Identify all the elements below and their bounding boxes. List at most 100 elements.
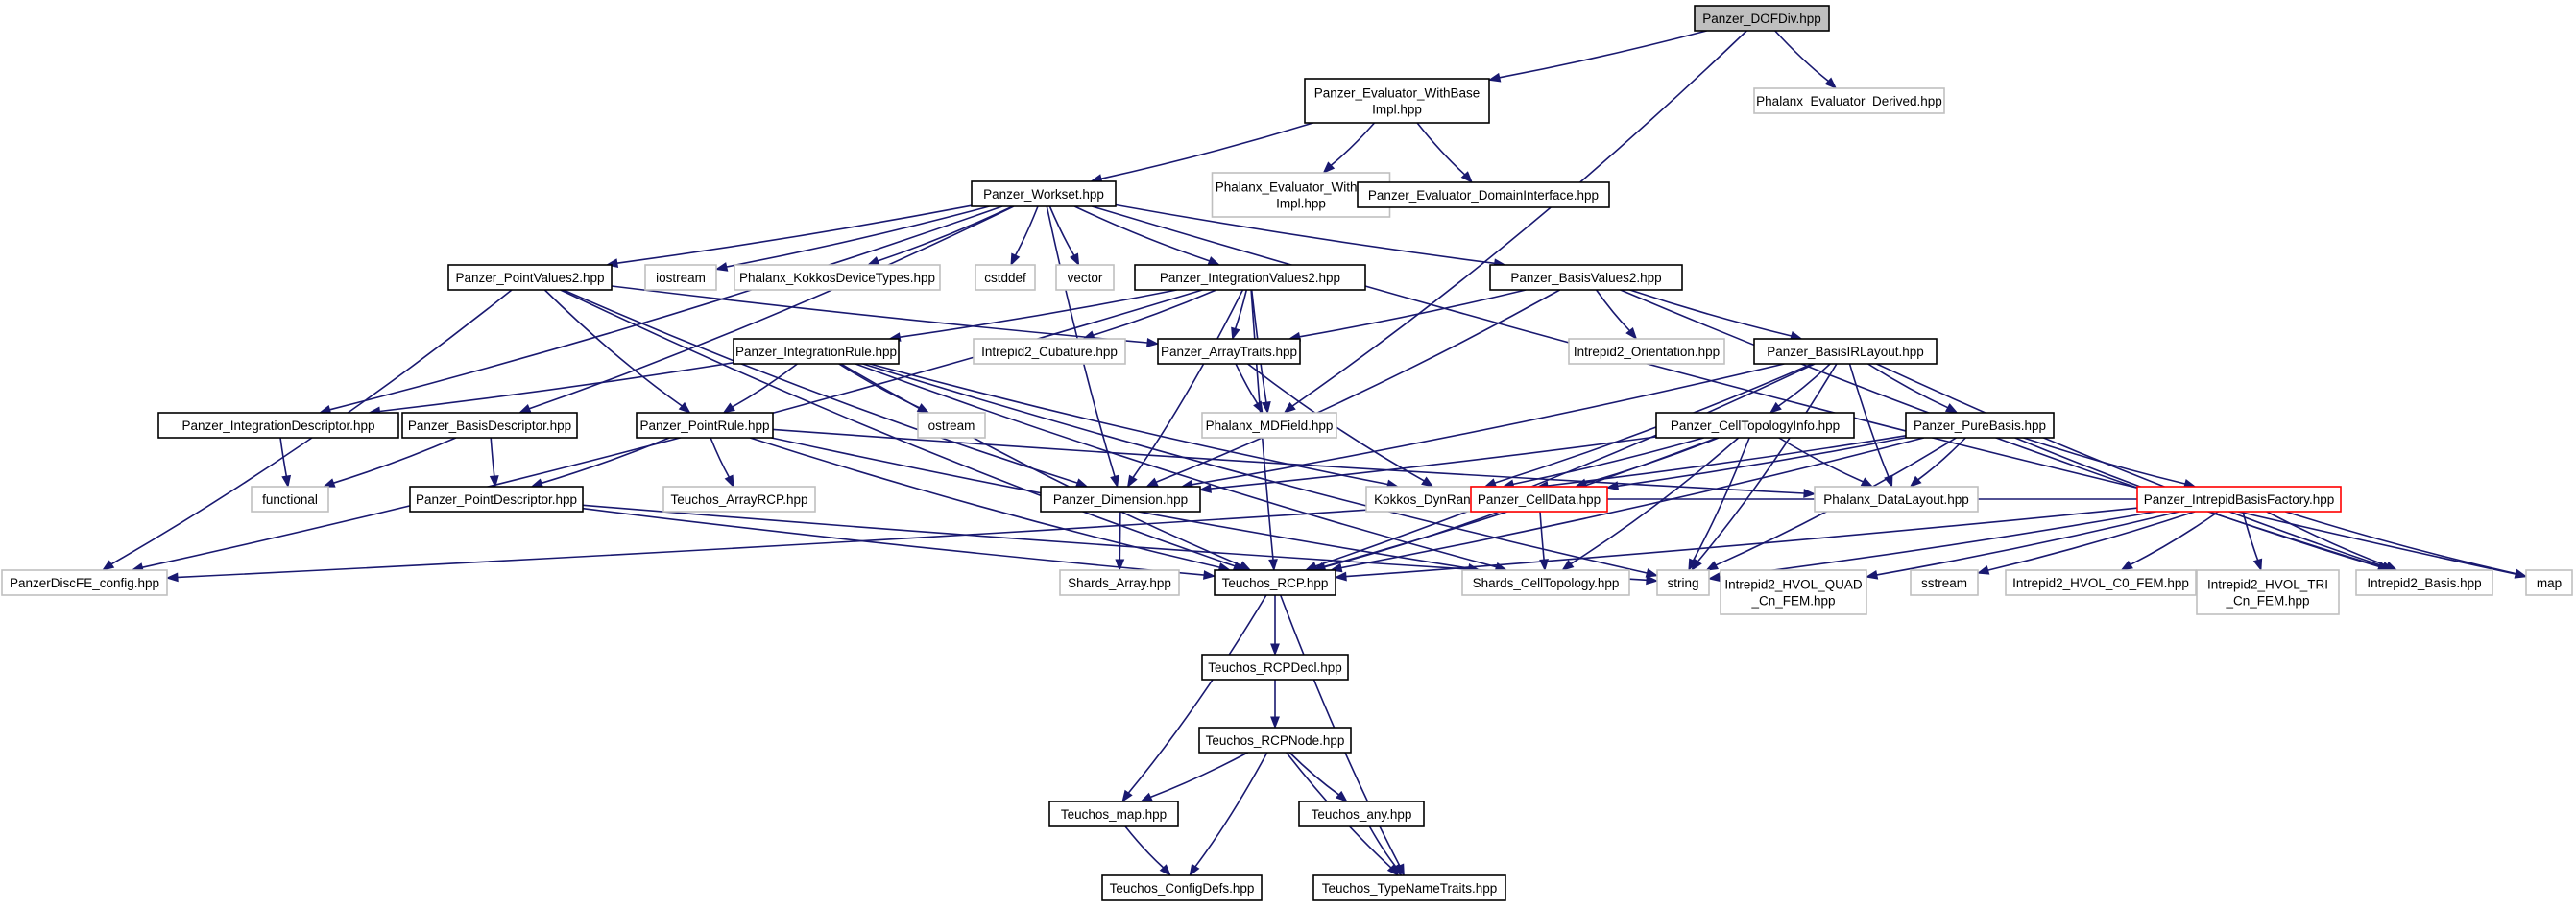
node-ostream: ostream — [917, 412, 986, 439]
node-label-icub-0: Intrepid2_Cubature.hpp — [981, 345, 1118, 359]
node-functional: functional — [251, 486, 329, 513]
arrowhead-rcp-to-tmap — [1121, 789, 1133, 803]
edge-cti-to-sct — [1570, 437, 1740, 565]
edge-pb-to-rcp — [1340, 437, 1925, 569]
node-label-iostream-0: iostream — [656, 271, 706, 285]
edge-pb-to-ibf — [2023, 437, 2185, 485]
node-ht: Intrepid2_HVOL_TRI_Cn_FEM.hpp — [2196, 569, 2340, 615]
arrowhead-ibf-to-ht — [2252, 558, 2263, 572]
node-tany[interactable]: Teuchos_any.hpp — [1298, 801, 1425, 827]
arrowhead-iv2-to-dim — [1126, 474, 1138, 489]
arrowhead-ibf-to-rcp — [1334, 571, 1347, 582]
edge-ibf-to-ht — [2242, 511, 2259, 561]
node-box-pb — [1905, 412, 2055, 439]
edge-bv2-to-at — [1299, 289, 1527, 338]
node-label-ws-0: Panzer_Workset.hpp — [983, 187, 1104, 202]
node-rcpnode[interactable]: Teuchos_RCPNode.hpp — [1198, 727, 1352, 754]
arrowhead-tany-to-ttnt — [1391, 863, 1403, 877]
node-cd[interactable]: Panzer_CellData.hpp — [1470, 486, 1608, 513]
edge-birl-to-pb — [1867, 363, 1949, 409]
node-box-tcd — [1101, 874, 1263, 901]
node-box-pr — [636, 412, 774, 439]
edge-root-to-ped — [1774, 30, 1829, 83]
node-pv2[interactable]: Panzer_PointValues2.hpp — [447, 264, 613, 291]
edge-pb-to-pdl — [1917, 437, 1966, 481]
node-sct: Shards_CellTopology.hpp — [1461, 569, 1630, 596]
node-tcd[interactable]: Teuchos_ConfigDefs.hpp — [1101, 874, 1263, 901]
edge-cti-to-pdl — [1778, 437, 1864, 483]
arrowhead-birl-to-pb — [1944, 403, 1959, 414]
node-box-string — [1656, 569, 1710, 596]
arrowhead-ws-to-bdesc — [518, 404, 532, 414]
node-box-pv2 — [447, 264, 613, 291]
arrowhead-ibf-to-hq — [1865, 569, 1879, 580]
node-pb[interactable]: Panzer_PureBasis.hpp — [1905, 412, 2055, 439]
node-map: map — [2525, 569, 2573, 596]
arrowhead-cti-to-string — [1688, 558, 1698, 572]
node-box-rcpdecl — [1201, 654, 1349, 681]
node-iv2[interactable]: Panzer_IntegrationValues2.hpp — [1134, 264, 1366, 291]
node-rcp[interactable]: Teuchos_RCP.hpp — [1214, 569, 1336, 596]
node-pr[interactable]: Panzer_PointRule.hpp — [636, 412, 774, 439]
edge-bv2-to-iori — [1595, 289, 1630, 332]
edge-ibf-to-map — [2285, 511, 2516, 575]
edge-pr-to-pdesc — [541, 437, 670, 485]
node-label-tcd-0: Teuchos_ConfigDefs.hpp — [1110, 881, 1255, 896]
arrowhead-pr-to-pdl — [1803, 489, 1817, 498]
edge-pb-to-kdrv — [1547, 435, 1907, 487]
edges-layer — [101, 30, 2528, 877]
arrowhead-ibf-to-ib — [2384, 561, 2398, 571]
arrowhead-ws-to-iv2 — [1207, 256, 1221, 266]
edge-dim-to-sa — [1119, 511, 1121, 561]
node-bv2[interactable]: Panzer_BasisValues2.hpp — [1489, 264, 1683, 291]
node-ttnt[interactable]: Teuchos_TypeNameTraits.hpp — [1312, 874, 1506, 901]
edge-ir-to-sct — [855, 363, 1497, 568]
edge-ws-to-bv2 — [1115, 203, 1495, 265]
node-label-rcpnode-0: Teuchos_RCPNode.hpp — [1206, 733, 1345, 748]
node-ibf[interactable]: Panzer_IntrepidBasisFactory.hpp — [2136, 486, 2342, 513]
arrowhead-ws-to-iostream — [714, 262, 729, 272]
node-tarcp: Teuchos_ArrayRCP.hpp — [662, 486, 816, 513]
node-label-functional-0: functional — [262, 492, 318, 507]
node-pdesc[interactable]: Panzer_PointDescriptor.hpp — [409, 486, 584, 513]
node-label-sa-0: Shards_Array.hpp — [1068, 576, 1171, 590]
node-box-at — [1157, 338, 1301, 365]
node-label-ttnt-0: Teuchos_TypeNameTraits.hpp — [1322, 881, 1498, 896]
node-pedi[interactable]: Panzer_Evaluator_DomainInterface.hpp — [1357, 181, 1610, 208]
edge-ewbi-to-pewbi — [1330, 122, 1376, 166]
edge-pr-to-tarcp — [710, 437, 730, 478]
node-label-iv2-0: Panzer_IntegrationValues2.hpp — [1160, 271, 1340, 285]
node-label-tmap-0: Teuchos_map.hpp — [1061, 807, 1167, 822]
node-at[interactable]: Panzer_ArrayTraits.hpp — [1157, 338, 1301, 365]
edge-iv2-to-dim — [1132, 289, 1244, 478]
node-cti[interactable]: Panzer_CellTopologyInfo.hpp — [1655, 412, 1855, 439]
node-bdesc[interactable]: Panzer_BasisDescriptor.hpp — [401, 412, 578, 439]
edge-birl-to-pdl — [1848, 363, 1890, 477]
node-ir[interactable]: Panzer_IntegrationRule.hpp — [733, 338, 900, 365]
node-birl[interactable]: Panzer_BasisIRLayout.hpp — [1753, 338, 1938, 365]
node-root[interactable]: Panzer_DOFDiv.hpp — [1694, 5, 1830, 32]
node-label-cd-0: Panzer_CellData.hpp — [1478, 492, 1601, 507]
arrowhead-rcpnode-to-tmap — [1140, 792, 1153, 802]
edge-birl-to-ib — [1876, 363, 2384, 567]
edge-tmap-to-tcd — [1124, 825, 1165, 869]
arrowhead-tmap-to-tcd — [1159, 864, 1171, 877]
node-ws[interactable]: Panzer_Workset.hpp — [971, 180, 1117, 207]
node-box-dim — [1040, 486, 1201, 513]
node-tmap[interactable]: Teuchos_map.hpp — [1048, 801, 1179, 827]
node-box-tany — [1298, 801, 1425, 827]
node-label-sstream-0: sstream — [1921, 576, 1967, 590]
arrowhead-ewbi-to-pewbi — [1322, 161, 1336, 174]
node-label-tany-0: Teuchos_any.hpp — [1312, 807, 1412, 822]
node-iostream: iostream — [644, 264, 717, 291]
edge-cti-to-dim — [1210, 436, 1657, 490]
node-dim[interactable]: Panzer_Dimension.hpp — [1040, 486, 1201, 513]
node-box-ped — [1753, 87, 1945, 114]
node-rcpdecl[interactable]: Teuchos_RCPDecl.hpp — [1201, 654, 1349, 681]
node-box-idesc — [157, 412, 399, 439]
arrowhead-pb-to-string — [1705, 561, 1719, 571]
arrowhead-iv2-to-rcp — [1268, 559, 1278, 572]
node-icub: Intrepid2_Cubature.hpp — [973, 338, 1126, 365]
node-idesc[interactable]: Panzer_IntegrationDescriptor.hpp — [157, 412, 399, 439]
